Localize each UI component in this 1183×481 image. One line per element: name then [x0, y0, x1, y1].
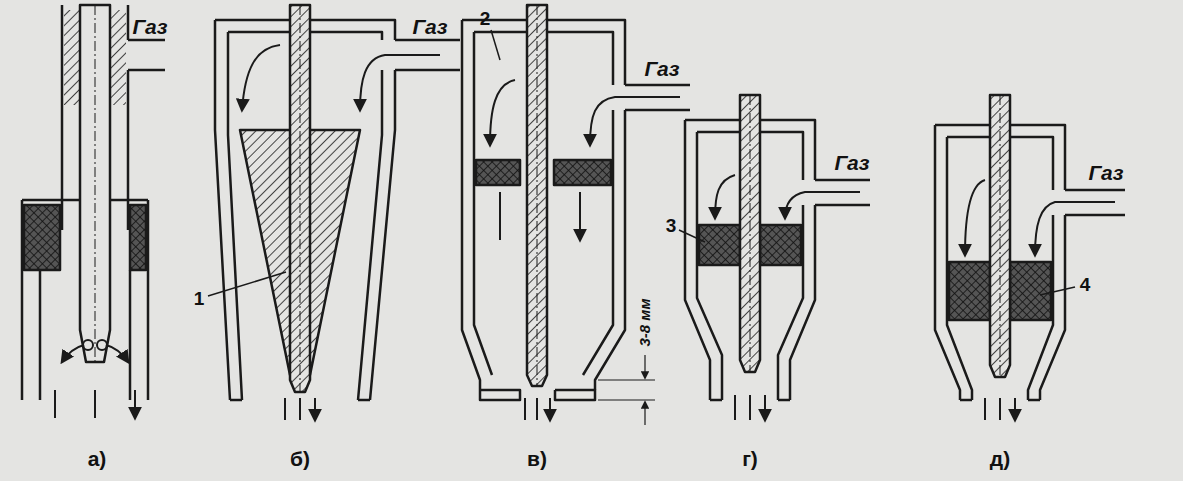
callout-number: 2: [480, 9, 491, 28]
callout-number: 3: [666, 216, 677, 235]
gas-label: Газ: [644, 58, 679, 79]
figure-label: а): [88, 448, 107, 469]
gas-label: Газ: [132, 16, 167, 37]
gas-label: Газ: [412, 16, 447, 37]
figure-label: д): [990, 448, 1010, 469]
figure-label: б): [290, 448, 310, 469]
figure-label: г): [742, 448, 758, 469]
torch-e: [935, 95, 1125, 420]
torch-c: [462, 5, 690, 425]
torch-b: [208, 5, 460, 420]
figure-label: в): [527, 448, 547, 469]
torch-a: [22, 5, 165, 418]
dimension-label: 3-8 мм: [636, 298, 651, 346]
torch-d: [679, 95, 870, 420]
callout-number: 1: [194, 289, 205, 308]
callout-number: 4: [1080, 275, 1091, 294]
gas-label: Газ: [1088, 162, 1123, 183]
gas-label: Газ: [834, 152, 869, 173]
